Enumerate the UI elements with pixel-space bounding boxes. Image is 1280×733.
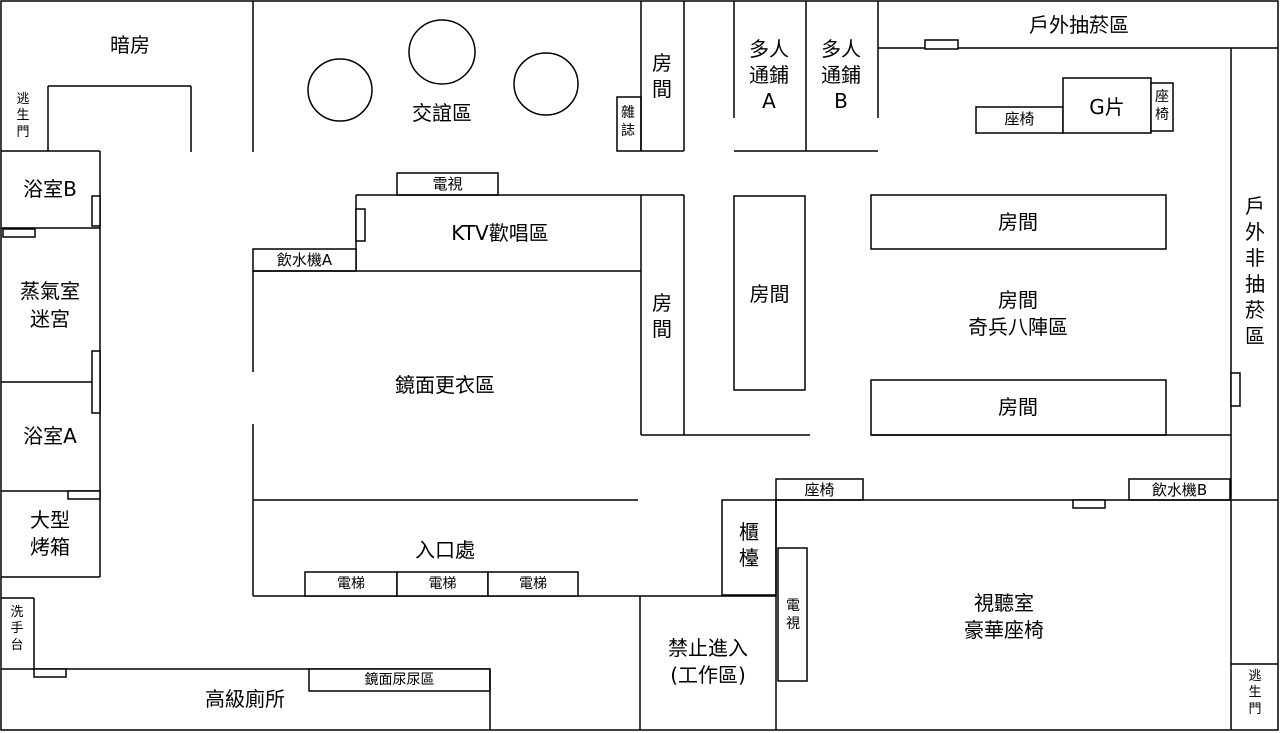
label-dorm-b: 多人通鋪B xyxy=(821,37,861,113)
g-film-screen xyxy=(1062,77,1152,134)
elevator xyxy=(487,571,579,597)
room-right-top xyxy=(870,194,1167,250)
label-room-maze-1: 房間 xyxy=(998,288,1038,312)
door-smoking xyxy=(924,39,959,50)
label-oven-2: 烤箱 xyxy=(30,535,70,559)
label-counter: 櫃檯 xyxy=(739,520,759,570)
label-toilet: 高級廁所 xyxy=(205,687,285,711)
label-magazine: 雜誌 xyxy=(621,105,635,140)
label-bath-a: 浴室A xyxy=(23,424,77,448)
label-dorm-a: 多人通鋪A xyxy=(749,37,789,113)
door-nonsmoking xyxy=(1230,372,1241,407)
table-circle xyxy=(513,52,579,116)
label-tv-side: 電視 xyxy=(786,598,800,633)
label-room-upper-left: 房間 xyxy=(652,51,672,101)
label-seat-small: 座椅 xyxy=(1155,89,1169,124)
label-mirror-urinal: 鏡面尿尿區 xyxy=(364,672,435,688)
room-center xyxy=(733,195,806,391)
label-tv-top: 電視 xyxy=(432,175,463,193)
tv-side xyxy=(777,547,808,682)
door-oven xyxy=(67,490,101,500)
label-steam-maze-2: 迷宮 xyxy=(30,307,70,331)
label-sink: 洗手台 xyxy=(10,605,24,653)
label-outdoor-nonsmoking: 戶外非抽菸區 xyxy=(1245,194,1265,348)
label-exit-left: 逃生門 xyxy=(16,92,30,140)
label-oven-1: 大型 xyxy=(30,508,70,532)
label-room-maze-2: 奇兵八陣區 xyxy=(968,315,1068,339)
label-steam-maze-1: 蒸氣室 xyxy=(20,279,80,303)
label-av-room-2: 豪華座椅 xyxy=(964,618,1044,642)
label-av-room-1: 視聽室 xyxy=(974,591,1034,615)
label-mirror-locker: 鏡面更衣區 xyxy=(395,373,495,397)
label-elevator-1: 電梯 xyxy=(337,576,365,592)
elevator xyxy=(304,571,398,597)
door-ktv xyxy=(355,208,366,242)
door-steam xyxy=(91,350,101,414)
table-circle xyxy=(408,19,476,85)
label-ktv: KTV歡唱區 xyxy=(451,221,549,245)
door-toilet xyxy=(33,668,67,678)
seat-upper xyxy=(975,106,1064,134)
label-room-center: 房間 xyxy=(749,282,790,306)
label-room-mid: 房間 xyxy=(652,291,672,341)
door-bath-b xyxy=(91,195,101,227)
label-no-entry-1: 禁止進入 xyxy=(668,636,748,660)
label-darkroom: 暗房 xyxy=(110,33,150,57)
door-av xyxy=(1072,499,1106,509)
label-seat-upper: 座椅 xyxy=(1004,110,1035,128)
counter xyxy=(721,499,777,596)
seat-small xyxy=(1150,82,1174,132)
label-water-a: 飲水機A xyxy=(276,251,333,269)
label-no-entry-2: (工作區) xyxy=(670,663,746,687)
label-outdoor-smoking: 戶外抽菸區 xyxy=(1029,13,1129,37)
label-elevator-3: 電梯 xyxy=(519,576,547,592)
label-bath-b: 浴室B xyxy=(23,177,77,201)
room-right-bottom xyxy=(870,379,1167,436)
label-entrance: 入口處 xyxy=(415,538,475,562)
door-bath-b-bottom xyxy=(2,228,36,238)
label-water-b: 飲水機B xyxy=(1151,481,1208,499)
label-social-area: 交誼區 xyxy=(412,101,472,125)
table-circle xyxy=(307,58,373,122)
label-room-right-bottom: 房間 xyxy=(998,395,1038,419)
label-room-right-top: 房間 xyxy=(998,210,1038,234)
label-elevator-2: 電梯 xyxy=(428,576,457,592)
label-seat-lower: 座椅 xyxy=(804,481,835,499)
label-exit-right: 逃生門 xyxy=(1248,669,1262,717)
label-g-film: G片 xyxy=(1089,95,1125,119)
